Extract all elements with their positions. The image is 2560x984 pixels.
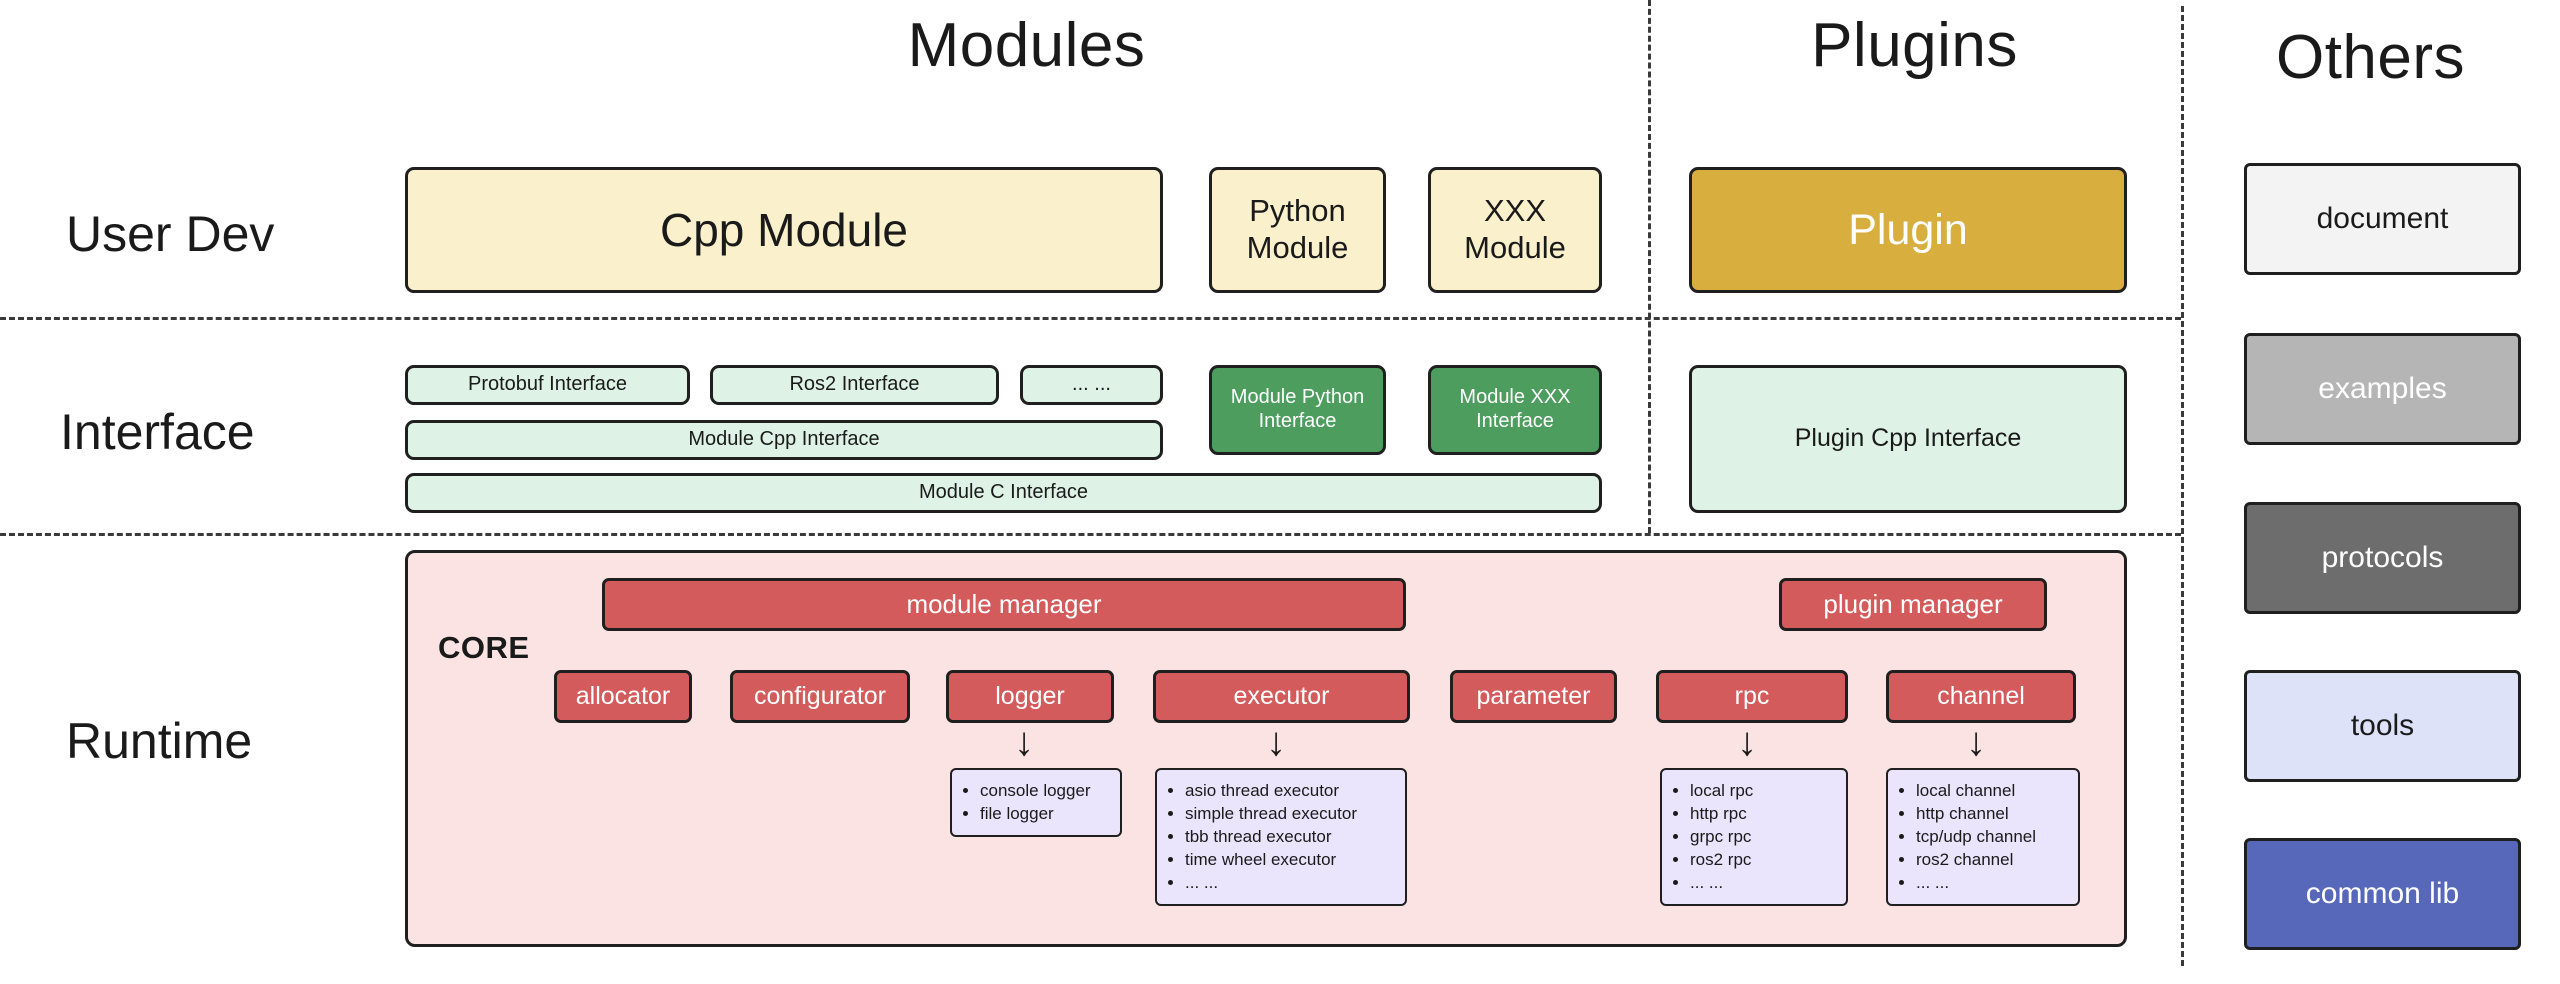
others-common-lib-box: common lib	[2244, 838, 2521, 950]
down-arrow-icon: ↓	[1966, 720, 1986, 764]
list-item: simple thread executor	[1185, 804, 1397, 824]
others-protocols-box: protocols	[2244, 502, 2521, 614]
list-item: tcp/udp channel	[1916, 827, 2070, 847]
xxx-module-box: XXX Module	[1428, 167, 1602, 293]
list-item: time wheel executor	[1185, 850, 1397, 870]
row-label-interface: Interface	[60, 404, 255, 460]
userdev-interface-divider	[0, 317, 2181, 320]
others-column-header: Others	[2275, 23, 2466, 92]
others-tools-box: tools	[2244, 670, 2521, 782]
core-label: CORE	[438, 630, 530, 665]
ellipsis-interface-box: ... ...	[1020, 365, 1163, 405]
list-item: ros2 channel	[1916, 850, 2070, 870]
executor-detail-list: asio thread executor simple thread execu…	[1155, 768, 1407, 906]
down-arrow-icon: ↓	[1014, 720, 1034, 764]
executor-box: executor	[1153, 670, 1410, 723]
list-item: console logger	[980, 781, 1112, 801]
list-item: local channel	[1916, 781, 2070, 801]
others-examples-box: examples	[2244, 333, 2521, 445]
plugins-others-divider	[2181, 6, 2184, 966]
modules-column-header: Modules	[907, 11, 1146, 80]
rpc-detail-list: local rpc http rpc grpc rpc ros2 rpc ...…	[1660, 768, 1848, 906]
logger-detail-list: console logger file logger	[950, 768, 1122, 837]
module-manager-box: module manager	[602, 578, 1406, 631]
allocator-box: allocator	[554, 670, 692, 723]
list-item: file logger	[980, 804, 1112, 824]
row-label-runtime: Runtime	[66, 713, 253, 769]
down-arrow-icon: ↓	[1266, 720, 1286, 764]
plugins-column-header: Plugins	[1811, 11, 2018, 80]
others-document-box: document	[2244, 163, 2521, 275]
list-item: tbb thread executor	[1185, 827, 1397, 847]
list-item: ... ...	[1916, 873, 2070, 893]
cpp-module-box: Cpp Module	[405, 167, 1163, 293]
plugin-box: Plugin	[1689, 167, 2127, 293]
list-item: ros2 rpc	[1690, 850, 1838, 870]
plugin-cpp-interface-box: Plugin Cpp Interface	[1689, 365, 2127, 513]
list-item: grpc rpc	[1690, 827, 1838, 847]
ros2-interface-box: Ros2 Interface	[710, 365, 999, 405]
list-item: http rpc	[1690, 804, 1838, 824]
configurator-box: configurator	[730, 670, 910, 723]
interface-runtime-divider	[0, 533, 2181, 536]
channel-box: channel	[1886, 670, 2076, 723]
parameter-box: parameter	[1450, 670, 1617, 723]
protobuf-interface-box: Protobuf Interface	[405, 365, 690, 405]
module-python-interface-box: Module Python Interface	[1209, 365, 1386, 455]
plugin-manager-box: plugin manager	[1779, 578, 2047, 631]
module-xxx-interface-box: Module XXX Interface	[1428, 365, 1602, 455]
row-label-user-dev: User Dev	[66, 206, 275, 262]
list-item: local rpc	[1690, 781, 1838, 801]
list-item: ... ...	[1185, 873, 1397, 893]
logger-box: logger	[946, 670, 1114, 723]
modules-plugins-divider	[1648, 0, 1651, 533]
list-item: ... ...	[1690, 873, 1838, 893]
rpc-box: rpc	[1656, 670, 1848, 723]
list-item: http channel	[1916, 804, 2070, 824]
module-c-interface-box: Module C Interface	[405, 473, 1602, 513]
list-item: asio thread executor	[1185, 781, 1397, 801]
python-module-box: Python Module	[1209, 167, 1386, 293]
module-cpp-interface-box: Module Cpp Interface	[405, 420, 1163, 460]
channel-detail-list: local channel http channel tcp/udp chann…	[1886, 768, 2080, 906]
down-arrow-icon: ↓	[1737, 720, 1757, 764]
